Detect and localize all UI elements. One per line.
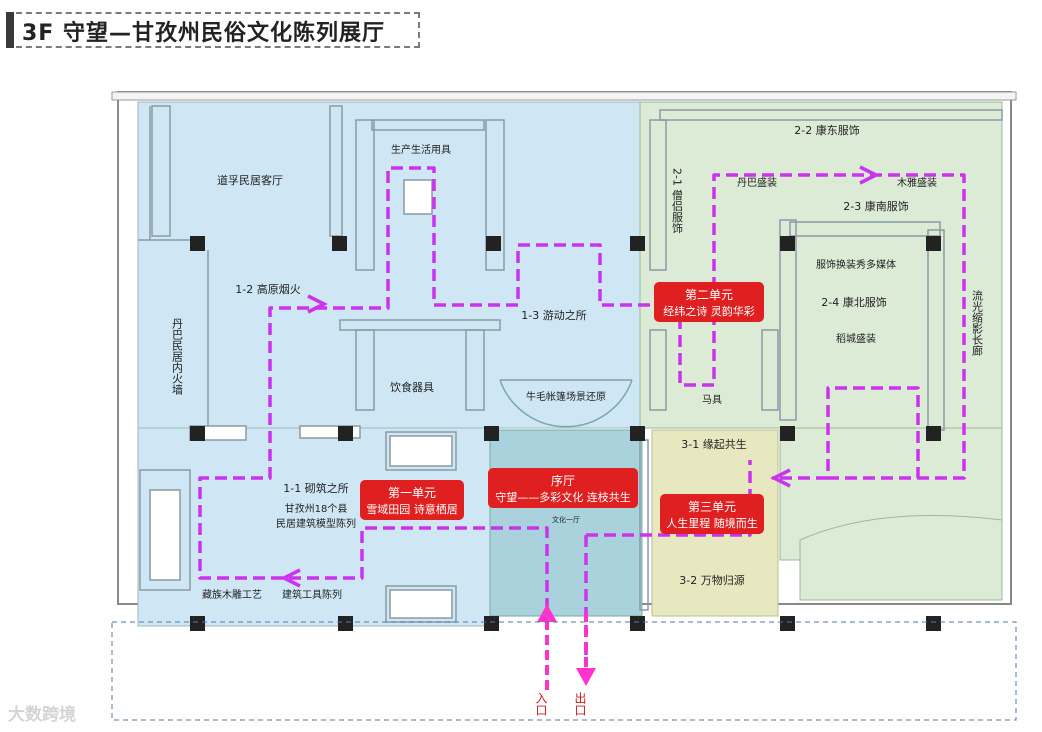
room-3-1: 3-1 缘起共生 (681, 437, 746, 451)
route-arrow-west (280, 568, 301, 588)
label-muya: 木雅盛装 (897, 176, 937, 189)
exit-arrow (576, 612, 596, 686)
prelude-callout: 序厅 守望——多彩文化 连枝共生 (488, 468, 638, 508)
unit2-callout: 第二单元 经纬之诗 灵韵华彩 (654, 282, 764, 322)
route-arrow-west-2 (770, 468, 791, 488)
watermark: 大数跨境 (8, 705, 76, 725)
label-ganzi-line1: 甘孜州18个县 (285, 502, 348, 515)
label-jianzhu: 建筑工具陈列 (282, 588, 342, 601)
room-1-1: 1-1 砌筑之所 (283, 481, 348, 495)
label-danba-wall: 丹巴民居内火墙 (171, 318, 184, 396)
title-accent-bar (6, 12, 14, 48)
entrance-arrow (537, 604, 557, 690)
unit3-callout: 第三单元 人生里程 随境而生 (660, 494, 764, 534)
exit-label: 出口 (573, 692, 587, 716)
label-niumao: 牛毛帐篷场景还原 (526, 390, 606, 403)
prelude-subtitle: 守望——多彩文化 连枝共生 (495, 490, 631, 504)
unit1-callout: 第一单元 雪域田园 诗意栖居 (360, 480, 464, 520)
room-1-3: 1-3 游动之所 (521, 308, 586, 322)
unit2-title: 第二单元 (685, 288, 733, 302)
label-liuguang: 流光缩影长廊 (971, 289, 984, 357)
room-1-2: 1-2 高原烟火 (235, 282, 300, 296)
label-daocheng: 稻城盛装 (836, 332, 876, 345)
label-zangzu: 藏族木雕工艺 (202, 588, 262, 601)
room-2-1: 2-1 僧侣服饰 (671, 168, 684, 233)
unit3-title: 第三单元 (688, 500, 736, 514)
title-frame (6, 12, 420, 48)
route-arrow-east (307, 294, 328, 314)
label-yinshi: 饮食器具 (390, 380, 434, 394)
zone-corridor-curve (799, 515, 1003, 601)
room-3-2: 3-2 万物归源 (679, 573, 744, 587)
label-ganzi-line2: 民居建筑模型陈列 (276, 517, 356, 530)
room-2-4: 2-4 康北服饰 (821, 295, 886, 309)
unit3-subtitle: 人生里程 随境而生 (666, 516, 758, 530)
unit1-subtitle: 雪域田园 诗意栖居 (366, 502, 458, 516)
room-2-2: 2-2 康东服饰 (794, 123, 859, 137)
interior-walls (138, 105, 1003, 623)
visitor-route (198, 166, 966, 660)
label-fushi-huanzhuang: 服饰换装秀多媒体 (816, 258, 896, 271)
label-wenhua-yiting: 文化一厅 (552, 515, 580, 524)
top-wall (111, 91, 1017, 101)
structural-columns (190, 236, 941, 631)
site-boundary (111, 621, 1017, 721)
route-arrow-east-2 (859, 165, 880, 185)
label-danba-costume: 丹巴盛装 (737, 176, 777, 189)
label-daofu: 道孚民居客厅 (217, 173, 283, 187)
prelude-title: 序厅 (551, 473, 575, 488)
label-maju: 马具 (702, 394, 722, 406)
unit1-title: 第一单元 (388, 486, 436, 500)
entrance-label: 入口 (534, 692, 548, 716)
page-title: 3F 守望—甘孜州民俗文化陈列展厅 (22, 21, 385, 46)
zone-prelude (489, 429, 643, 617)
unit2-subtitle: 经纬之诗 灵韵华彩 (663, 304, 755, 318)
label-shengchan: 生产生活用具 (391, 143, 451, 156)
zone-unit2 (639, 101, 1003, 429)
route-arrows (280, 165, 880, 588)
room-2-3: 2-3 康南服饰 (843, 199, 908, 213)
